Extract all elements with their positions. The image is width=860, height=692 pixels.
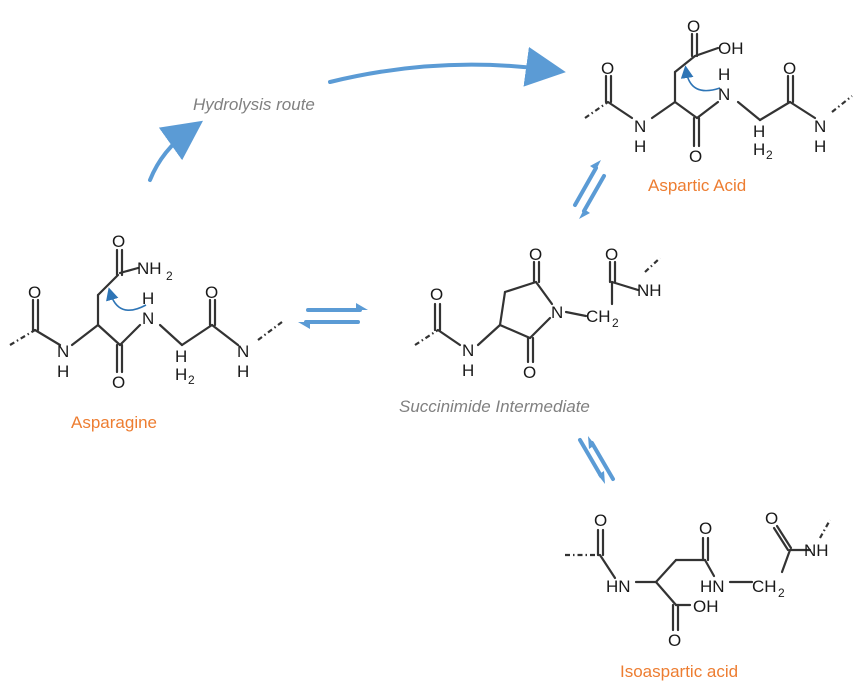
svg-text:O: O <box>668 631 681 650</box>
svg-text:NH: NH <box>637 281 662 300</box>
svg-text:N: N <box>634 117 646 136</box>
svg-text:H: H <box>462 361 474 380</box>
svg-text:H: H <box>753 122 765 141</box>
svg-text:O: O <box>112 232 125 251</box>
svg-text:O: O <box>112 373 125 392</box>
succinimide-atoms: O N H O N CH 2 O NH O <box>430 245 662 382</box>
svg-text:CH: CH <box>752 577 777 596</box>
svg-text:O: O <box>430 285 443 304</box>
aspartic-acid-atoms: O N H O OH H N O H H 2 O N H <box>601 17 826 166</box>
svg-text:O: O <box>689 147 702 166</box>
svg-text:H: H <box>142 289 154 308</box>
equilibrium-arrows-succinimide-isoasp <box>578 436 615 484</box>
svg-text:OH: OH <box>693 597 719 616</box>
svg-text:H: H <box>175 347 187 366</box>
equilibrium-arrows-asn-succinimide <box>298 303 368 329</box>
svg-text:CH: CH <box>586 307 611 326</box>
svg-text:HN: HN <box>700 577 725 596</box>
svg-text:N: N <box>237 342 249 361</box>
asparagine-atoms: O N H O NH 2 H N O H H 2 O N H <box>28 232 249 392</box>
isoaspartic-atoms: O HN O HN CH 2 OH O O NH <box>594 509 829 650</box>
svg-text:N: N <box>142 309 154 328</box>
svg-text:O: O <box>594 511 607 530</box>
isoaspartic-label: Isoaspartic acid <box>620 662 739 681</box>
svg-text:N: N <box>814 117 826 136</box>
svg-text:H: H <box>634 137 646 156</box>
hydrolysis-route-label: Hydrolysis route <box>193 95 315 114</box>
svg-text:2: 2 <box>766 148 773 162</box>
svg-text:2: 2 <box>778 586 785 600</box>
svg-text:O: O <box>28 283 41 302</box>
svg-text:H: H <box>57 362 69 381</box>
succinimide-label: Succinimide Intermediate <box>399 397 590 416</box>
svg-text:H: H <box>753 140 765 159</box>
svg-text:N: N <box>57 342 69 361</box>
isoaspartic-structure <box>565 519 831 632</box>
svg-text:H: H <box>814 137 826 156</box>
svg-text:O: O <box>605 245 618 264</box>
svg-text:O: O <box>601 59 614 78</box>
svg-text:N: N <box>718 85 730 104</box>
svg-text:2: 2 <box>612 316 619 330</box>
svg-text:O: O <box>765 509 778 528</box>
svg-text:OH: OH <box>718 39 744 58</box>
svg-text:NH: NH <box>804 541 829 560</box>
asparagine-label: Asparagine <box>71 413 158 432</box>
equilibrium-arrows-succinimide-asp <box>573 160 606 219</box>
aspartic-acid-label: Aspartic Acid <box>648 176 747 195</box>
hydrolysis-arrow-up <box>148 120 204 182</box>
aspartic-acid-structure <box>584 32 853 148</box>
svg-text:O: O <box>687 17 700 36</box>
svg-text:NH: NH <box>137 259 162 278</box>
svg-text:HN: HN <box>606 577 631 596</box>
svg-text:H: H <box>237 362 249 381</box>
svg-text:N: N <box>551 303 563 322</box>
hydrolysis-arrow-right <box>328 46 566 87</box>
svg-text:N: N <box>462 341 474 360</box>
svg-text:2: 2 <box>166 269 173 283</box>
svg-text:O: O <box>783 59 796 78</box>
svg-text:O: O <box>529 245 542 264</box>
succinimide-structure <box>414 257 661 364</box>
svg-text:O: O <box>699 519 712 538</box>
svg-text:H: H <box>718 65 730 84</box>
svg-text:H: H <box>175 365 187 384</box>
asparagine-structure <box>9 248 283 374</box>
svg-text:O: O <box>205 283 218 302</box>
svg-text:O: O <box>523 363 536 382</box>
svg-text:2: 2 <box>188 373 195 387</box>
